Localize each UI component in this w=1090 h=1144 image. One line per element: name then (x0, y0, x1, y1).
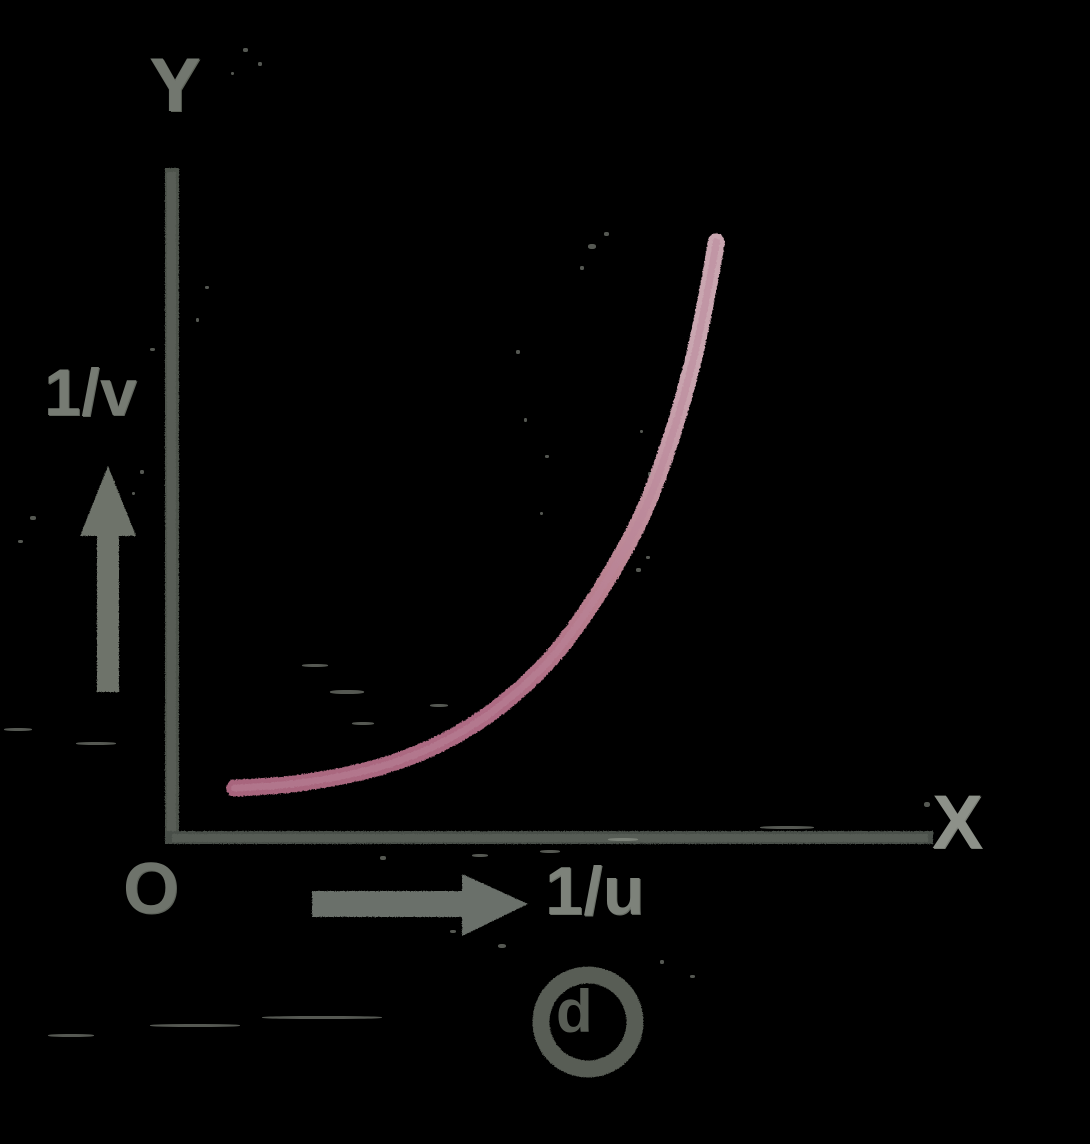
y-axis-line (165, 168, 179, 844)
x-axis-cap-label: X (932, 780, 984, 865)
figure-tag-circle (532, 966, 644, 1078)
arrow-up-icon (80, 466, 136, 692)
origin-label: O (123, 849, 180, 929)
x-axis-quantity-label: 1/u (545, 853, 645, 929)
arrow-right-icon (312, 874, 528, 936)
x-axis-line (165, 831, 933, 844)
data-curve (226, 233, 725, 797)
y-axis-quantity-label: 1/v (44, 355, 138, 429)
y-axis-cap-label: Y (150, 43, 202, 128)
figure-part-label: d (556, 978, 594, 1045)
